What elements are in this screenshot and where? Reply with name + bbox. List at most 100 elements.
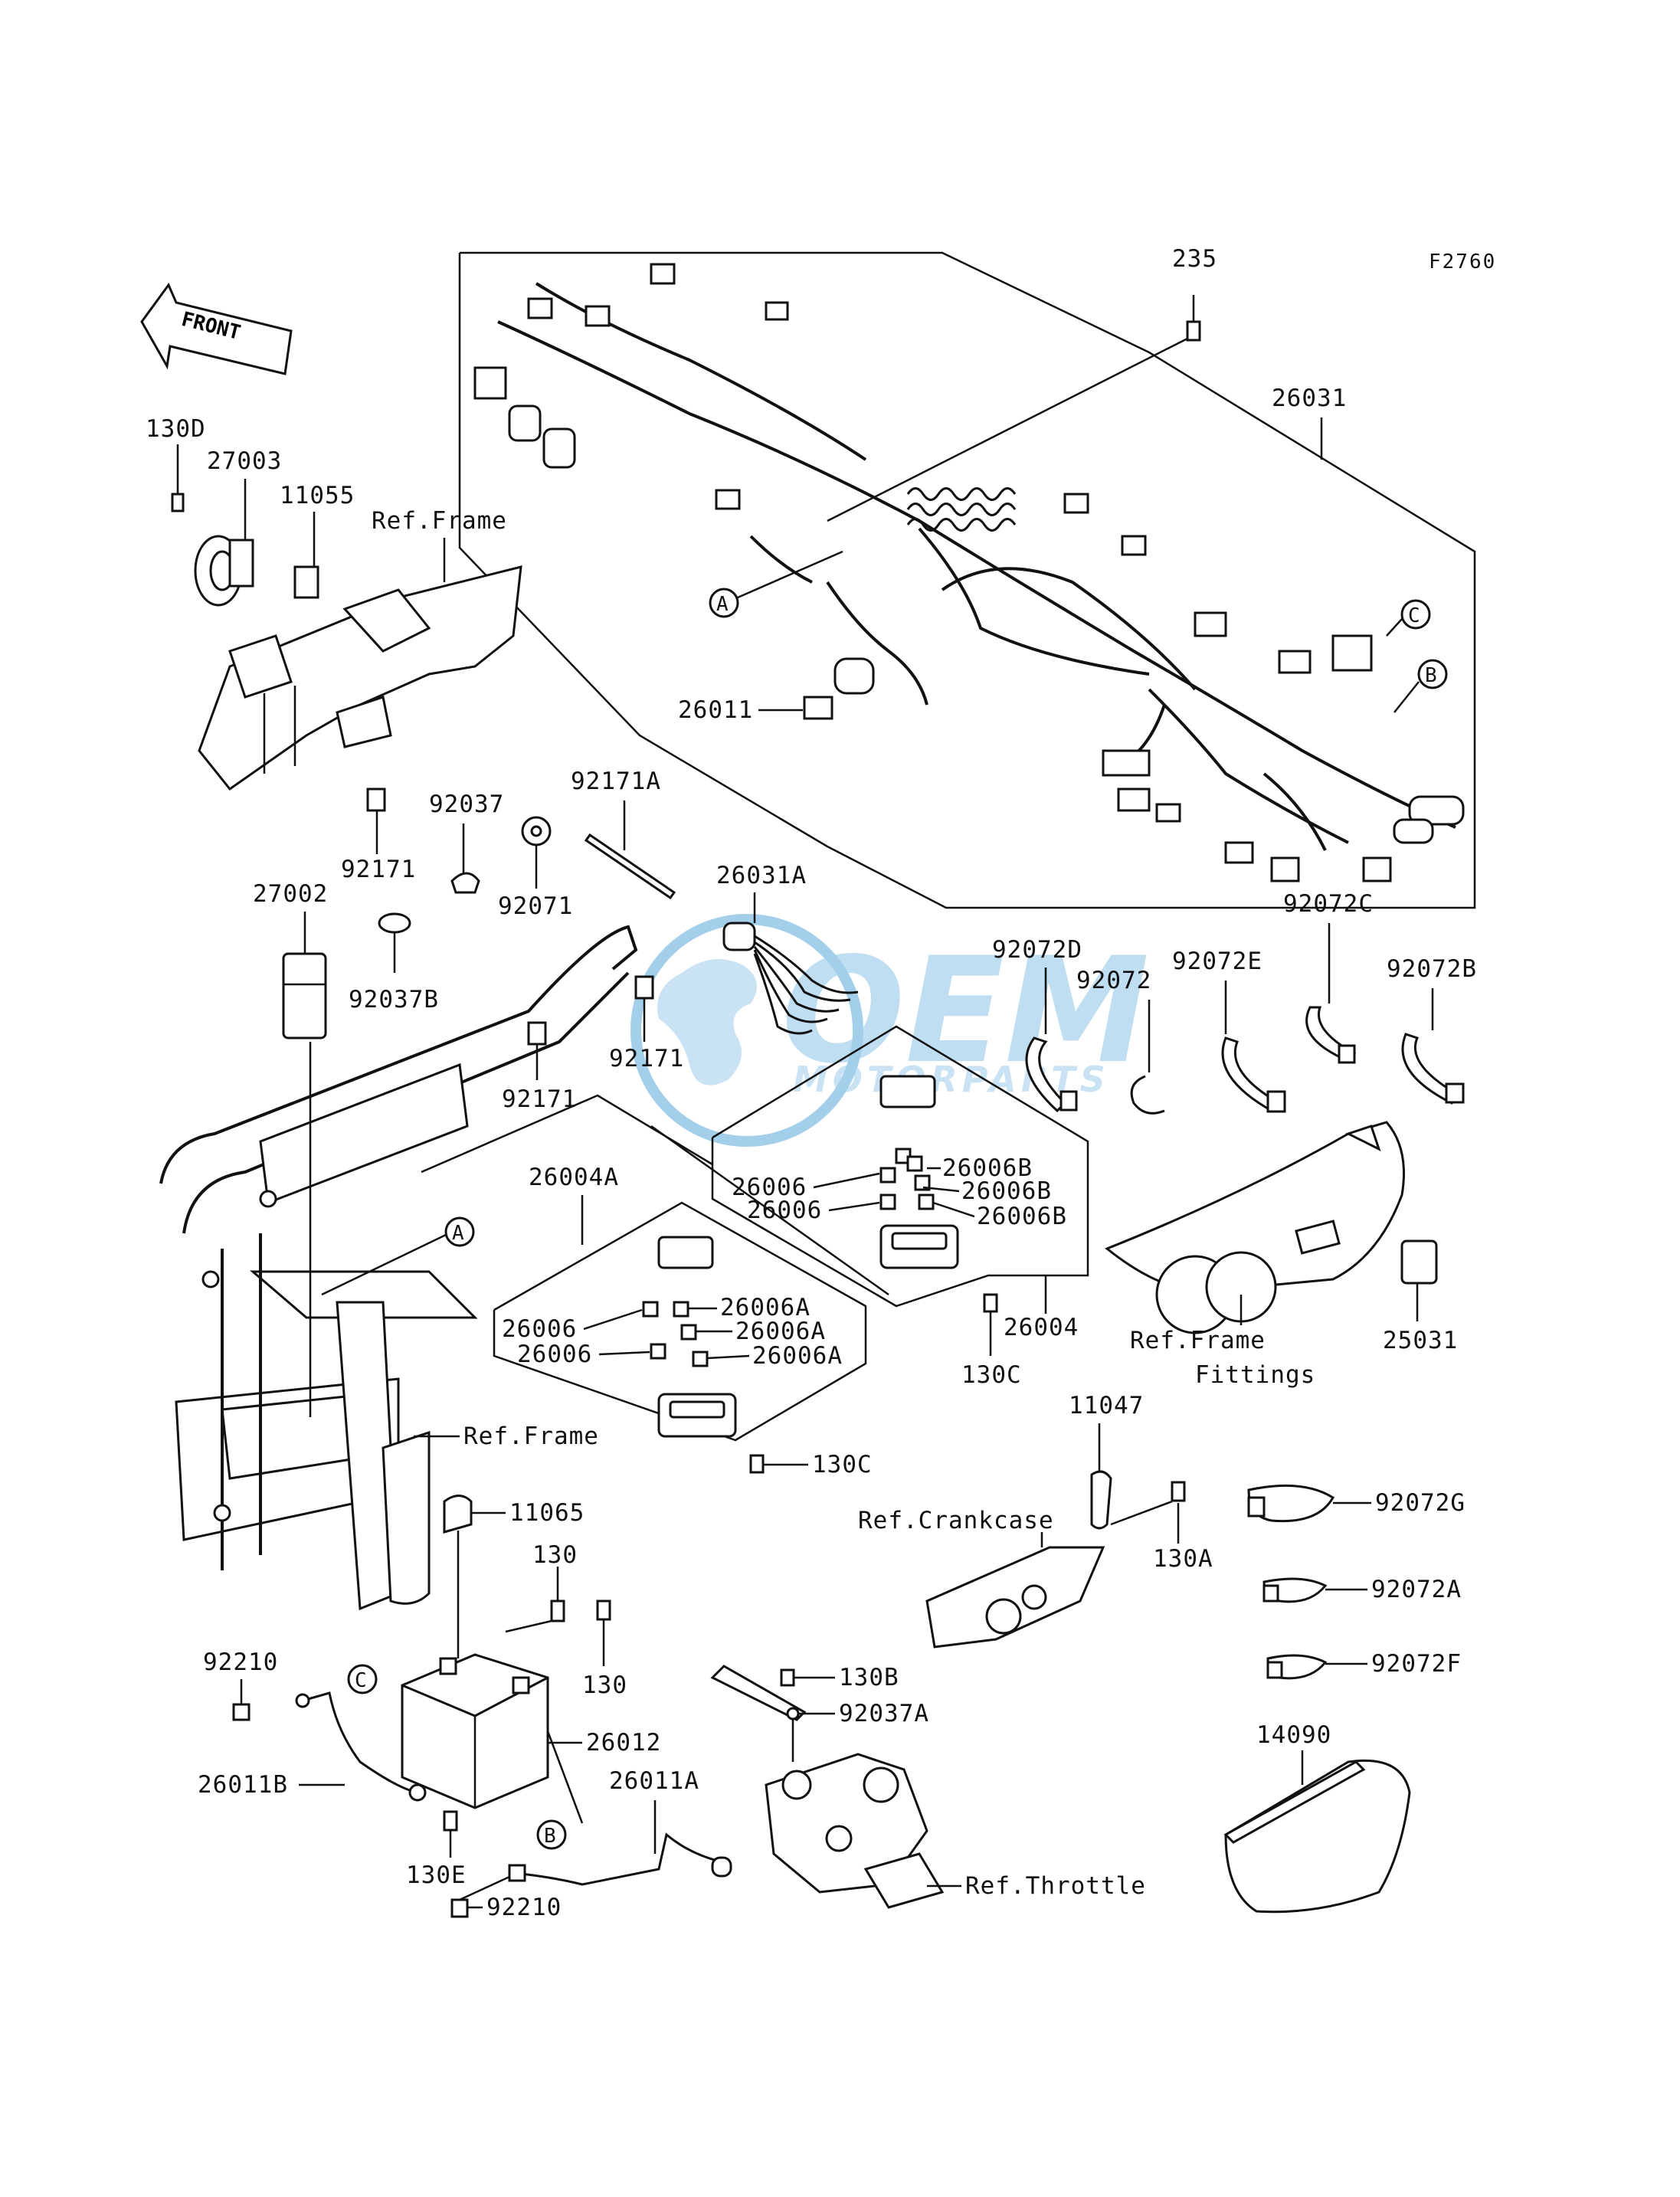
clip-92171-low [527, 1021, 547, 1046]
fuse-cover-26004 [879, 1075, 936, 1108]
cable-tie-92072D [1025, 1036, 1078, 1113]
callout-B-harness-label: B [1425, 664, 1439, 687]
harness-connector-19 [1270, 856, 1300, 882]
leader-130A-bolt [1110, 1500, 1173, 1526]
label-26006-2: 26006 [747, 1197, 822, 1224]
leader-26006B-2 [922, 1186, 960, 1193]
label-130B: 130B [839, 1664, 899, 1691]
label-92171-mid: 92171 [609, 1045, 684, 1072]
harness-connector-8 [715, 489, 741, 510]
label-130-2: 130 [582, 1671, 627, 1699]
label-ref-frame-top: Ref.Frame [372, 507, 507, 535]
label-ref-frame-fittings-2: Fittings [1195, 1361, 1315, 1389]
harness-connector-22 [1393, 818, 1434, 844]
label-92037: 92037 [429, 791, 504, 818]
nut-92210-2 [450, 1898, 469, 1918]
callout-B-battery [536, 1819, 567, 1850]
bracket-11047 [1090, 1470, 1112, 1530]
crankcase-ref [925, 1546, 1105, 1649]
label-92072D: 92072D [992, 936, 1082, 964]
label-92072C: 92072C [1283, 890, 1374, 918]
harness-connector-14 [833, 657, 875, 695]
callout-B-battery-label: B [544, 1825, 558, 1848]
callout-A-frame-label: A [452, 1222, 466, 1245]
callout-C-battery-label: C [355, 1669, 368, 1692]
harness-branch-4 [1148, 688, 1349, 844]
label-26006A-3: 26006A [752, 1342, 843, 1370]
front-arrow: FRONT [140, 282, 293, 375]
label-26006B-2: 26006B [961, 1177, 1052, 1205]
label-92072A: 92072A [1371, 1576, 1462, 1603]
harness-connector-15 [1102, 749, 1151, 777]
cover-14090 [1223, 1759, 1411, 1914]
bracket-11055 [293, 565, 319, 599]
harness-connector-10 [1121, 535, 1147, 556]
harness-connector-21 [1408, 795, 1465, 826]
clip-92171-mid [634, 975, 654, 1000]
fuse-cover-26004A [657, 1236, 714, 1269]
fuse-box-26004A-group [493, 1201, 867, 1442]
strap-92171A [584, 833, 676, 900]
harness-connector-12 [1331, 634, 1373, 672]
callout-C-battery [347, 1664, 378, 1694]
bolt-130-1 [550, 1599, 565, 1622]
label-235: 235 [1172, 245, 1217, 273]
leader-92210-2b [459, 1875, 510, 1901]
frame-top [198, 565, 522, 791]
strap-92037A [710, 1665, 807, 1721]
label-130A: 130A [1153, 1545, 1213, 1573]
bolt-130E [443, 1810, 458, 1832]
label-92171-top: 92171 [341, 856, 416, 883]
leader-26006A-3 [706, 1354, 750, 1360]
cable-tie-92072C [1305, 1006, 1357, 1064]
harness-connector-1 [473, 366, 507, 400]
harness-connector-23 [803, 696, 833, 720]
horn-bracket [228, 539, 254, 588]
callout-C-harness [1400, 599, 1431, 630]
label-26031A: 26031A [716, 862, 807, 889]
frame-fittings [1105, 1121, 1405, 1334]
label-92037B: 92037B [349, 986, 439, 1013]
leader-26006-3 [583, 1308, 643, 1331]
label-92210-2: 92210 [486, 1894, 562, 1921]
figure-code: F2760 [1429, 250, 1496, 273]
label-26004: 26004 [1004, 1314, 1079, 1341]
bolt-130B [780, 1668, 795, 1687]
label-26011B: 26011B [198, 1771, 288, 1799]
cable-26011B [302, 1691, 418, 1794]
clip-92037 [450, 872, 480, 894]
label-92072E: 92072E [1172, 948, 1262, 975]
harness-coil [906, 487, 1017, 532]
fuse-box-26004-group [421, 1025, 1089, 1308]
harness-connector-9 [1063, 493, 1089, 514]
clamp-92037B [378, 912, 411, 934]
bolt-130C-2 [749, 1454, 765, 1474]
label-25031: 25031 [1383, 1327, 1458, 1354]
label-26006-1: 26006 [732, 1174, 807, 1201]
harness-branch-7 [826, 581, 928, 706]
sub-harness-26031A [722, 922, 859, 1035]
harness-trunk [497, 320, 1456, 829]
cable-tie-92072A [1262, 1577, 1328, 1603]
callout-A-frame [444, 1216, 475, 1247]
cable-tie-92072G [1247, 1484, 1335, 1523]
label-ref-throttle: Ref.Throttle [965, 1872, 1146, 1900]
harness-branch-2 [918, 527, 1150, 676]
label-ref-frame-fittings-1: Ref.Frame [1130, 1327, 1266, 1354]
leader-26006B-3 [932, 1201, 975, 1218]
harness-connector-2 [508, 404, 542, 442]
cable-26011A [513, 1832, 725, 1886]
label-130-1: 130 [532, 1541, 578, 1569]
bolt-130C-1 [983, 1293, 998, 1313]
label-ref-crankcase: Ref.Crankcase [858, 1507, 1054, 1534]
label-11047: 11047 [1069, 1392, 1144, 1419]
label-130D: 130D [146, 415, 206, 443]
label-27003: 27003 [207, 447, 282, 475]
leader-26006-4 [598, 1351, 650, 1356]
label-26004A: 26004A [529, 1164, 619, 1191]
leader-B-battery [546, 1730, 584, 1824]
label-92210-1: 92210 [203, 1649, 278, 1676]
harness-branch-1 [535, 282, 867, 461]
leader-130-1b [505, 1619, 552, 1633]
